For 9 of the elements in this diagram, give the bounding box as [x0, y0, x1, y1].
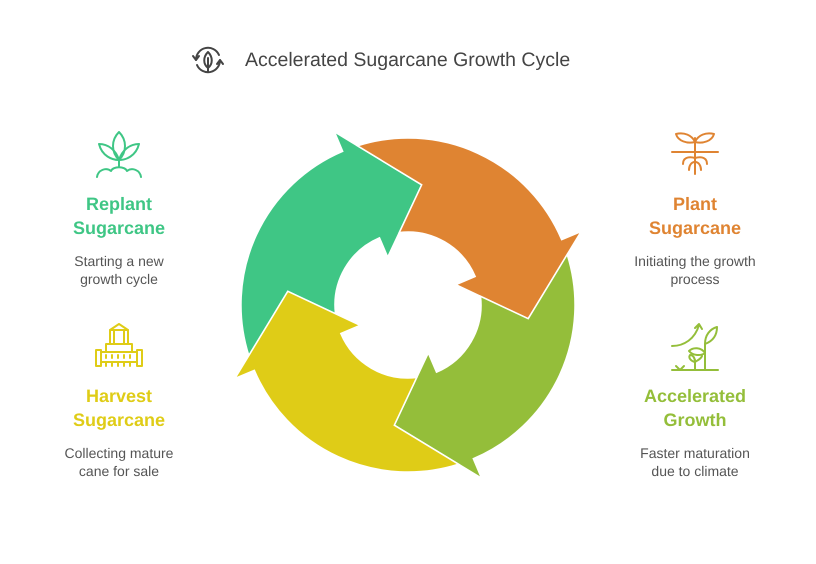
diagram-title: Accelerated Sugarcane Growth Cycle: [245, 48, 570, 72]
step-description: Faster maturation due to climate: [640, 444, 750, 480]
step-heading: Accelerated Growth: [644, 385, 746, 432]
step-description: Starting a new growth cycle: [74, 252, 164, 288]
step-heading: Replant Sugarcane: [72, 193, 166, 240]
step-heading: Harvest Sugarcane: [72, 385, 166, 432]
step-heading: Plant Sugarcane: [648, 193, 742, 240]
step-description: Collecting mature cane for sale: [64, 444, 174, 480]
step-description: Initiating the growth process: [634, 252, 756, 288]
